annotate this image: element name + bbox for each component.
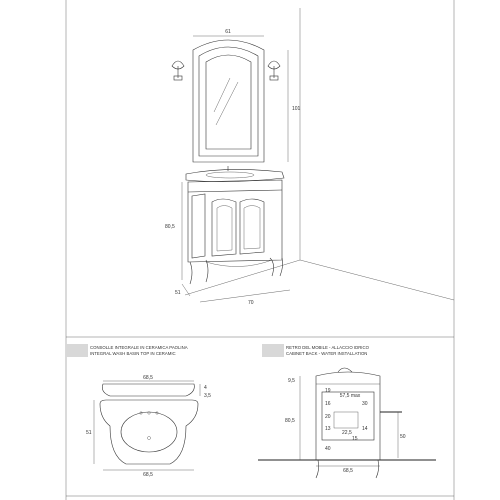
left-wall-lamp-icon bbox=[171, 60, 185, 81]
right-dim-6: 22,5 bbox=[342, 430, 352, 436]
left-depth: 51 bbox=[86, 430, 92, 436]
right-dim-2: 16 bbox=[325, 401, 331, 407]
right-caption-line-1: RETRO DEL MOBILE - ALLACCIO IDRICO bbox=[286, 345, 370, 350]
left-caption-line-2: INTEGRAL WASH BASIN TOP IN CERAMIC bbox=[90, 351, 176, 356]
cabinet bbox=[187, 179, 283, 285]
right-pipe-height: 50 bbox=[400, 434, 406, 440]
dim-mirror-height: 101 bbox=[292, 106, 301, 112]
right-inner-width: 57,5 max bbox=[340, 393, 361, 399]
right-caption-line-2: CABINET BACK - WATER INSTALLATION bbox=[286, 351, 367, 356]
dim-mirror-width: 61 bbox=[225, 29, 231, 35]
dim-line-cabinet-depth bbox=[181, 283, 191, 297]
right-top-offset: 9,5 bbox=[288, 378, 295, 384]
main-view: 61 101 80,5 51 70 bbox=[165, 8, 455, 306]
left-caption-line-1: CONSOLLE INTEGRALE IN CERAMICA PAOLINA bbox=[90, 345, 188, 350]
right-wall-lamp-icon bbox=[267, 60, 281, 81]
right-dim-5: 13 bbox=[325, 426, 331, 432]
right-caption-swatch bbox=[262, 344, 284, 357]
right-dim-9: 40 bbox=[325, 446, 331, 452]
dim-cabinet-width: 70 bbox=[248, 300, 254, 306]
right-height: 80,5 bbox=[285, 418, 295, 424]
right-bottom-width: 68,5 bbox=[343, 468, 353, 474]
dim-line-cabinet-width bbox=[199, 289, 291, 303]
left-detail: CONSOLLE INTEGRALE IN CERAMICA PAOLINA I… bbox=[66, 344, 211, 478]
right-dim-3: 30 bbox=[362, 401, 368, 407]
right-dim-4: 20 bbox=[325, 414, 331, 420]
left-caption-swatch bbox=[66, 344, 88, 357]
dim-cabinet-depth: 51 bbox=[175, 290, 181, 296]
left-bottom-width: 68,5 bbox=[143, 472, 153, 478]
right-dim-1: 19 bbox=[325, 388, 331, 394]
right-dim-7: 14 bbox=[362, 426, 368, 432]
right-detail: RETRO DEL MOBILE - ALLACCIO IDRICO CABIN… bbox=[258, 344, 436, 479]
left-side-b: 3,5 bbox=[204, 393, 211, 399]
left-top-width: 68,5 bbox=[143, 375, 153, 381]
right-dim-8: 15 bbox=[352, 436, 358, 442]
left-side-a: 4 bbox=[204, 385, 207, 391]
mirror bbox=[192, 39, 265, 163]
washbasin-top bbox=[185, 166, 285, 182]
dim-cabinet-height: 80,5 bbox=[165, 224, 175, 230]
